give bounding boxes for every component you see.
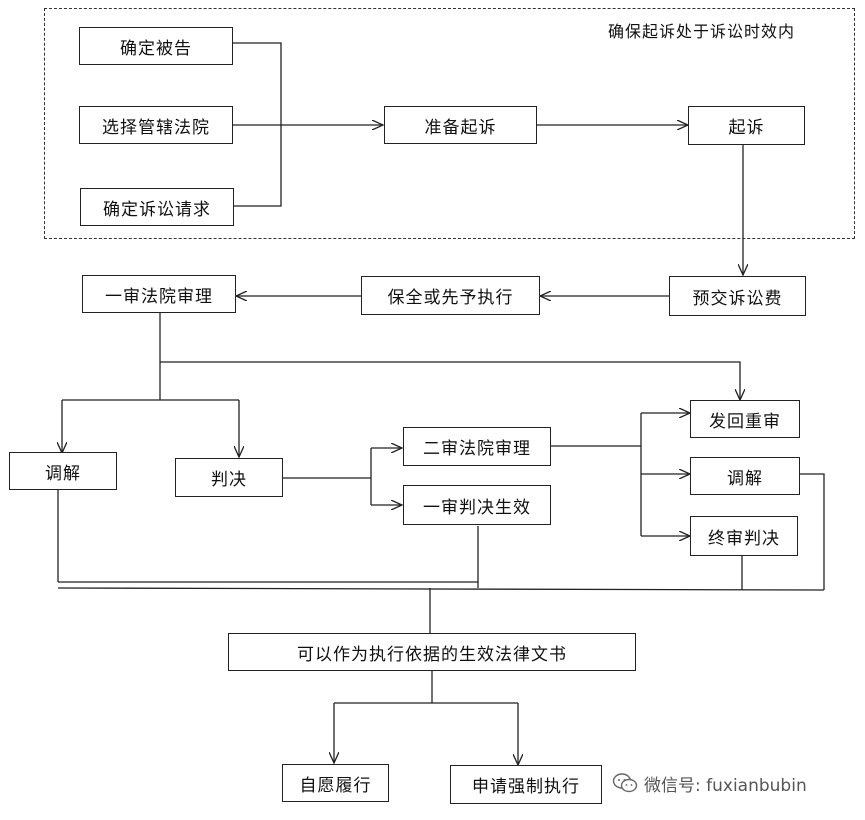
- node-first-trial: 一审法院审理: [82, 275, 236, 313]
- node-effective-legal-document: 可以作为执行依据的生效法律文书: [228, 633, 636, 671]
- node-apply-enforcement: 申请强制执行: [450, 765, 602, 804]
- watermark-text: 微信号: fuxianbubin: [644, 775, 807, 796]
- node-mediation-second: 调解: [690, 457, 800, 495]
- node-choose-court: 选择管辖法院: [79, 106, 233, 144]
- node-remand-retrial: 发回重审: [690, 400, 800, 438]
- node-confirm-claims: 确定诉讼请求: [80, 188, 234, 226]
- node-file-suit: 起诉: [688, 106, 805, 145]
- node-confirm-defendant: 确定被告: [79, 27, 233, 65]
- node-prepare-suit: 准备起诉: [384, 106, 537, 144]
- node-mediation-first: 调解: [9, 452, 117, 490]
- node-preservation: 保全或先予执行: [361, 276, 540, 315]
- limitation-scope-frame: [44, 8, 855, 239]
- node-second-trial: 二审法院审理: [403, 427, 551, 466]
- node-judgment: 判决: [175, 458, 283, 497]
- watermark: 微信号: fuxianbubin: [612, 769, 807, 797]
- node-prepay-fees: 预交诉讼费: [669, 276, 806, 316]
- wechat-icon: [612, 773, 638, 793]
- node-first-judgment-effective: 一审判决生效: [403, 485, 551, 525]
- node-voluntary-performance: 自愿履行: [282, 764, 389, 802]
- limitation-scope-label: 确保起诉处于诉讼时效内: [608, 22, 796, 41]
- node-final-judgment: 终审判决: [690, 516, 798, 556]
